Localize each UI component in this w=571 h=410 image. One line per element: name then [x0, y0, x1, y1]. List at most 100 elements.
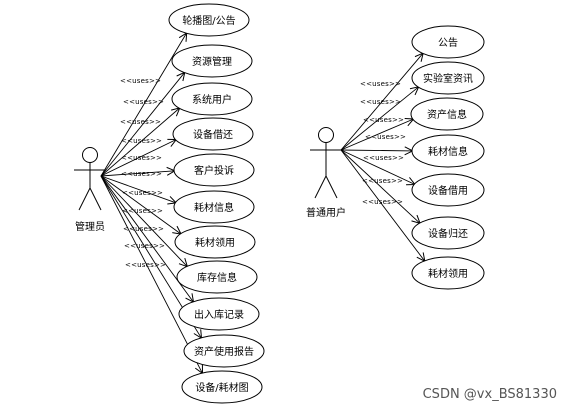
use-case-ellipse — [411, 256, 485, 290]
user-uses-stereotype: <<uses>> — [362, 198, 403, 206]
use-case-label: 设备/耗材图 — [195, 381, 248, 394]
use-case-ellipse — [411, 216, 485, 250]
admin-uses-stereotype: <<uses>> — [120, 77, 161, 85]
admin-uses-stereotype: <<uses>> — [125, 261, 166, 269]
user-use-case-6: 设备归还 — [411, 216, 485, 250]
user-use-case-4: 耗材信息 — [411, 134, 485, 168]
user-association-line — [340, 150, 413, 151]
use-case-ellipse — [172, 117, 254, 151]
user-uses-stereotype: <<uses>> — [363, 154, 404, 162]
user-stick-figure — [310, 127, 342, 199]
user-use-case-3: 资产信息 — [410, 97, 484, 131]
admin-uses-stereotype: <<uses>> — [122, 207, 163, 215]
admin-association-line — [100, 175, 187, 267]
use-case-ellipse — [411, 25, 485, 59]
admin-association-line — [100, 140, 176, 177]
use-case-ellipse — [411, 134, 485, 168]
admin-uses-stereotype: <<uses>> — [120, 118, 161, 126]
user-uses-stereotype: <<uses>> — [360, 80, 401, 88]
admin-uses-stereotype: <<uses>> — [122, 189, 163, 197]
use-case-ellipse — [411, 61, 485, 95]
use-case-ellipse — [181, 370, 263, 404]
user-uses-stereotype: <<uses>> — [362, 177, 403, 185]
admin-association-line — [100, 108, 180, 177]
admin-uses-stereotype: <<uses>> — [124, 242, 165, 250]
user-association-line — [340, 119, 414, 151]
use-case-ellipse — [173, 190, 255, 224]
use-case-label: 轮播图/公告 — [182, 14, 235, 27]
admin-uses-stereotype: <<uses>> — [121, 137, 162, 145]
admin-use-case-3: 系统用户 — [171, 82, 253, 116]
use-case-label: 系统用户 — [192, 93, 232, 106]
admin-association-line — [100, 171, 175, 177]
use-case-label: 设备归还 — [428, 227, 468, 240]
admin-use-case-6: 耗材信息 — [173, 190, 255, 224]
use-case-ellipse — [171, 44, 253, 78]
admin-association-line — [100, 72, 185, 177]
user-association-line — [340, 53, 423, 151]
use-case-ellipse — [174, 225, 256, 259]
use-case-ellipse — [171, 82, 253, 116]
use-case-label: 出入库记录 — [194, 308, 244, 321]
admin-association-line — [100, 33, 187, 177]
admin-use-case-8: 库存信息 — [176, 260, 258, 294]
watermark: CSDN @vx_BS81330 — [422, 387, 557, 402]
use-case-label: 耗材信息 — [428, 145, 468, 158]
use-case-ellipse — [176, 260, 258, 294]
admin-use-case-1: 轮播图/公告 — [168, 3, 250, 37]
user-association-line — [340, 87, 419, 151]
use-case-ellipse — [411, 173, 485, 207]
use-case-ellipse — [183, 334, 265, 368]
user-actor-label: 普通用户 — [306, 206, 346, 219]
use-case-ellipse — [168, 3, 250, 37]
actor-user: 普通用户 — [306, 127, 346, 219]
admin-associations: <<uses>> <<uses>> <<uses>> <<uses>> <<uses>>… — [100, 33, 203, 374]
admin-use-case-5: 客户投诉 — [173, 153, 255, 187]
use-case-label: 资源管理 — [192, 55, 232, 68]
admin-uses-stereotype: <<uses>> — [123, 225, 164, 233]
admin-use-case-2: 资源管理 — [171, 44, 253, 78]
user-uses-stereotype: <<uses>> — [365, 133, 406, 141]
admin-uses-stereotype: <<uses>> — [123, 98, 164, 106]
admin-use-case-7: 耗材领用 — [174, 225, 256, 259]
user-use-case-2: 实验室资讯 — [411, 61, 485, 95]
admin-uses-stereotype: <<uses>> — [121, 170, 162, 178]
admin-use-case-4: 设备借还 — [172, 117, 254, 151]
user-use-case-1: 公告 — [411, 25, 485, 59]
use-case-label: 耗材领用 — [195, 236, 235, 249]
use-case-label: 客户投诉 — [194, 164, 234, 177]
admin-association-line — [100, 175, 203, 373]
use-case-label: 耗材信息 — [194, 201, 234, 214]
admin-use-cases: 轮播图/公告资源管理系统用户设备借还客户投诉耗材信息耗材领用库存信息出入库记录资… — [168, 3, 265, 404]
use-case-ellipse — [178, 297, 260, 331]
user-use-case-5: 设备借用 — [411, 173, 485, 207]
admin-association-line — [100, 175, 176, 203]
admin-association-line — [100, 175, 181, 234]
admin-stick-figure — [74, 147, 106, 211]
admin-use-case-11: 设备/耗材图 — [181, 370, 263, 404]
user-association-line — [340, 149, 420, 223]
use-case-label: 资产使用报告 — [194, 345, 254, 358]
use-case-ellipse — [173, 153, 255, 187]
user-use-case-7: 耗材领用 — [411, 256, 485, 290]
use-case-label: 公告 — [438, 36, 458, 49]
user-uses-stereotype: <<uses>> — [363, 116, 404, 124]
actor-admin: 管理员 — [74, 147, 106, 233]
user-association-line — [340, 149, 425, 261]
admin-uses-stereotype: <<uses>> — [121, 154, 162, 162]
use-case-label: 库存信息 — [197, 271, 237, 284]
use-case-ellipse — [410, 97, 484, 131]
user-associations: <<uses>> <<uses>> <<uses>> <<uses>> <<uses>>… — [340, 53, 425, 261]
use-case-label: 设备借用 — [428, 184, 468, 197]
user-association-line — [340, 149, 415, 185]
user-uses-stereotype: <<uses>> — [360, 98, 401, 106]
use-case-label: 设备借还 — [193, 128, 233, 141]
use-case-label: 实验室资讯 — [423, 72, 473, 85]
admin-actor-label: 管理员 — [75, 220, 105, 233]
use-case-label: 资产信息 — [427, 108, 467, 121]
admin-use-case-9: 出入库记录 — [178, 297, 260, 331]
use-case-label: 耗材领用 — [428, 267, 468, 280]
